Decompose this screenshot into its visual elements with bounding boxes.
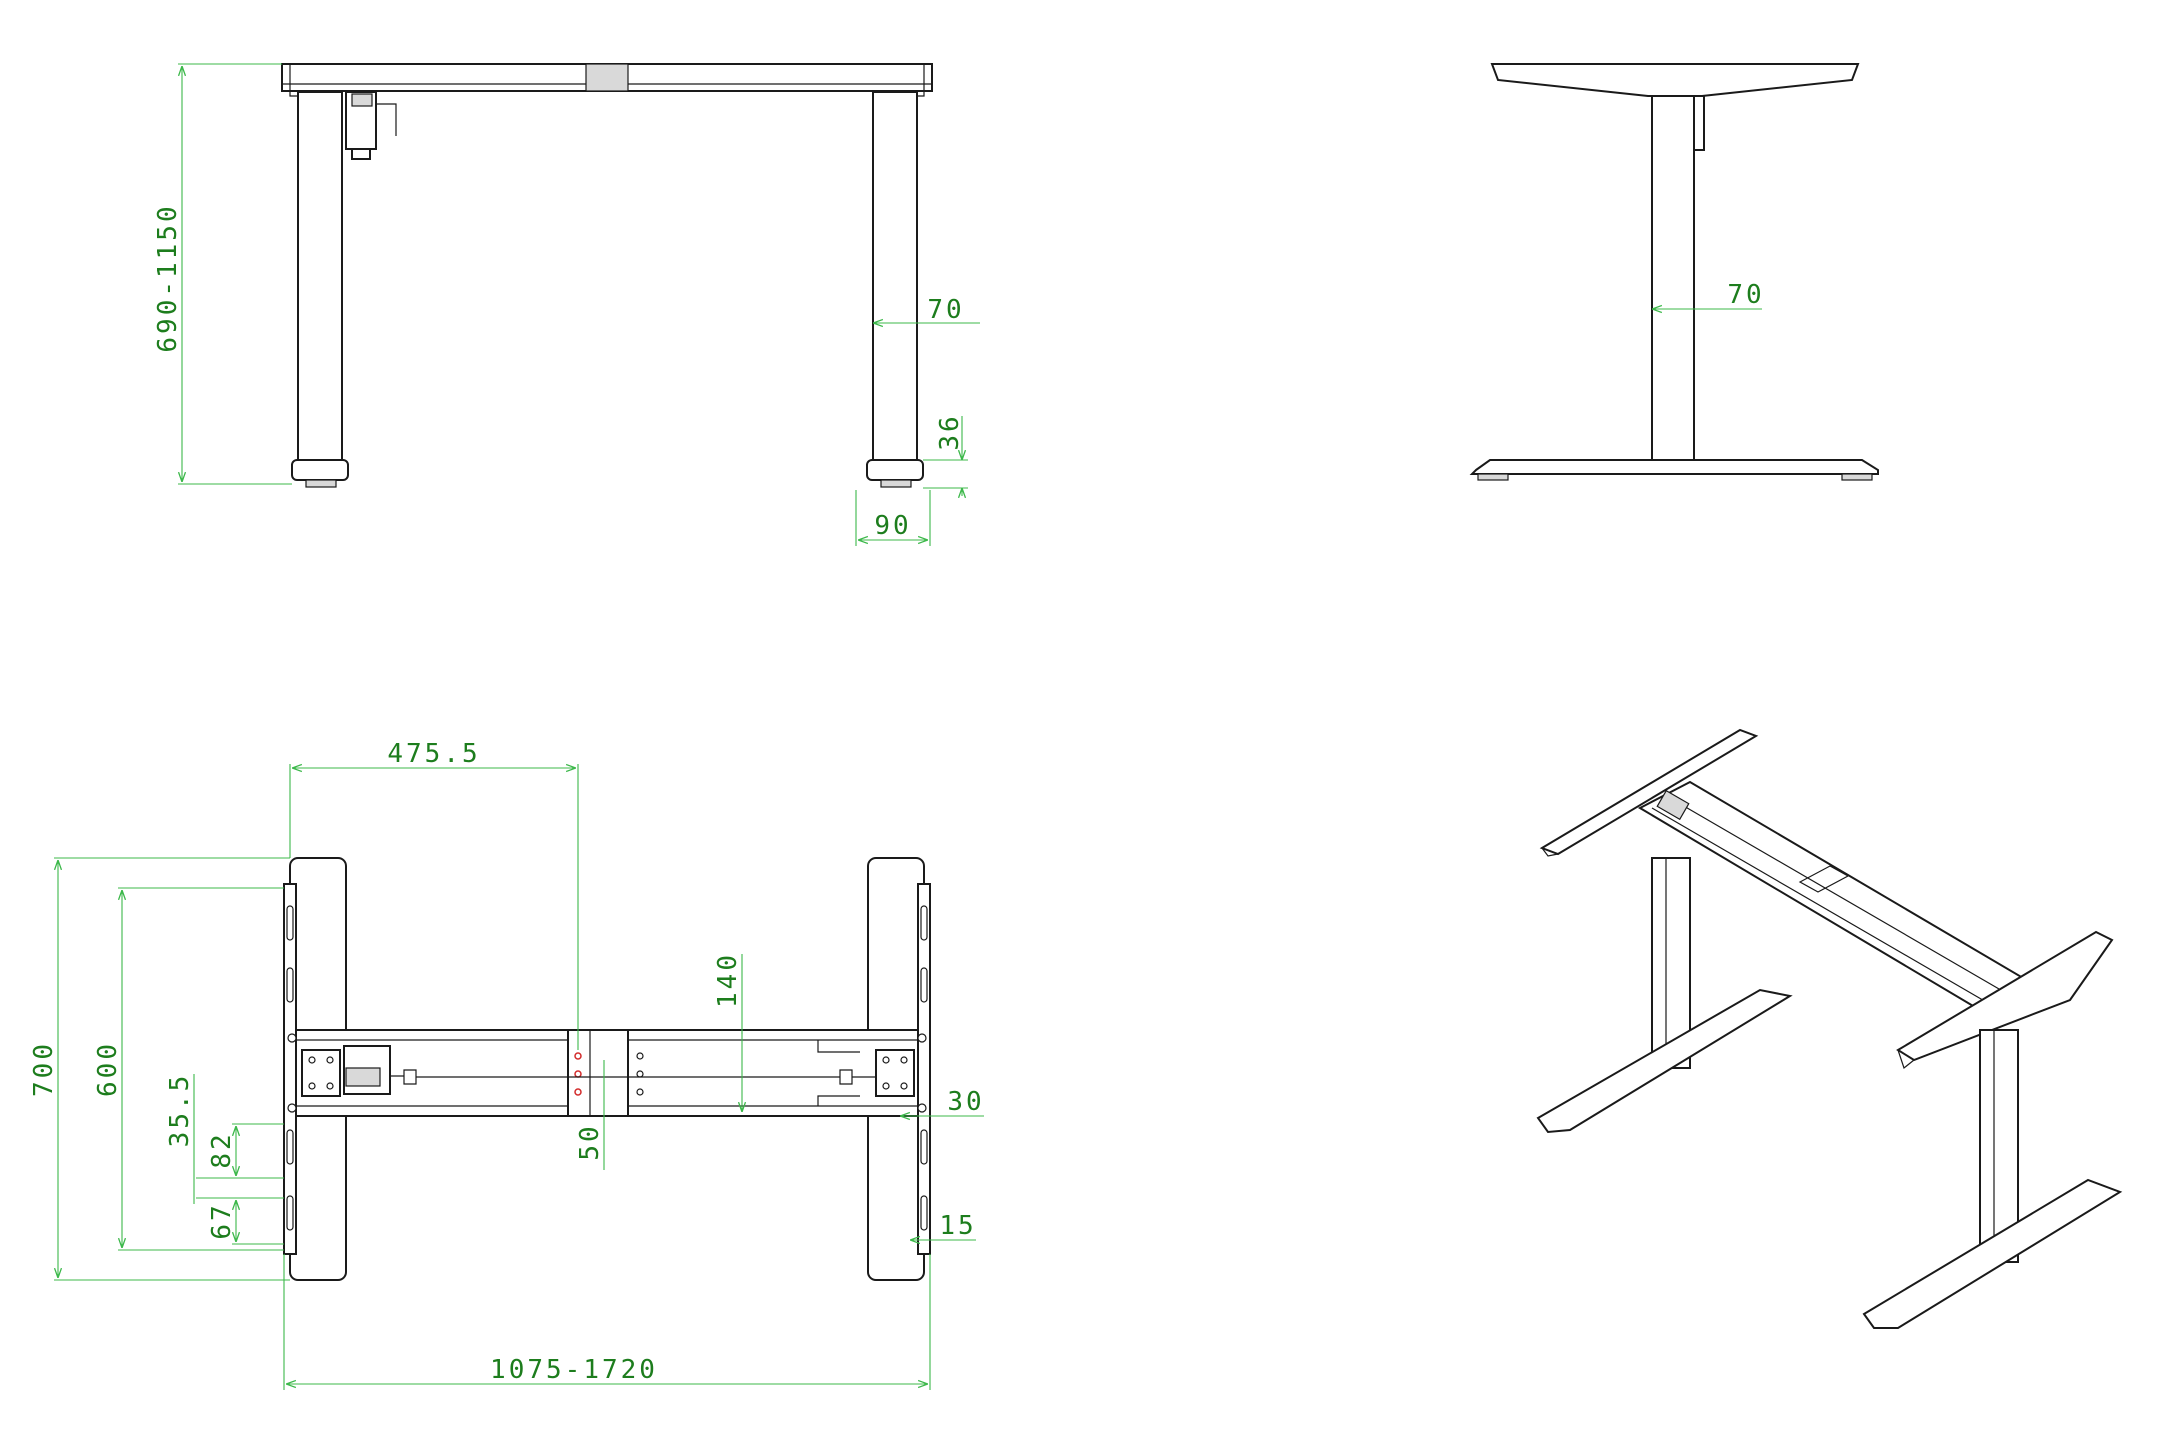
front-right-leg bbox=[872, 91, 918, 461]
top-slot-spacing-label: 82 bbox=[207, 1131, 237, 1168]
iso-left-top-bracket bbox=[1539, 728, 1759, 856]
top-right-motor-mount bbox=[817, 1040, 915, 1106]
front-foot-width-label: 90 bbox=[874, 511, 911, 541]
front-height-label: 690-1150 bbox=[153, 203, 183, 352]
front-foot-height-label: 36 bbox=[935, 413, 965, 450]
top-bracket-width-label: 15 bbox=[939, 1211, 976, 1241]
side-view: 70 bbox=[1469, 63, 1879, 481]
side-leg-width-label: 70 bbox=[1727, 280, 1764, 310]
top-slot-length-label: 67 bbox=[207, 1202, 237, 1239]
front-left-foot bbox=[291, 459, 349, 481]
iso-right-top-bracket bbox=[1896, 930, 2114, 1062]
front-left-leg bbox=[297, 91, 343, 461]
top-beam-gap-label: 50 bbox=[575, 1123, 605, 1160]
side-foot bbox=[1469, 459, 1879, 475]
top-bracket-offset-label: 30 bbox=[947, 1087, 984, 1117]
top-bracket-length-label: 600 bbox=[93, 1041, 123, 1097]
isometric-view bbox=[1536, 728, 2123, 1329]
top-slot-offset-label: 35.5 bbox=[165, 1073, 195, 1148]
iso-left-foot bbox=[1536, 988, 1793, 1134]
top-frame-depth-label: 700 bbox=[29, 1041, 59, 1097]
front-leg-width-label: 70 bbox=[927, 295, 964, 325]
front-right-foot bbox=[866, 459, 924, 481]
top-view: 475.5 700 600 35.5 82 67 140 50 30 bbox=[29, 739, 984, 1390]
top-left-motor-mount bbox=[301, 1045, 840, 1097]
side-leg bbox=[1651, 95, 1695, 461]
front-view: 690-1150 70 36 90 bbox=[153, 63, 980, 546]
iso-right-foot bbox=[1862, 1178, 2123, 1329]
front-motor bbox=[345, 91, 397, 160]
iso-crossbeam bbox=[1637, 780, 2043, 1018]
top-frame-width-label: 1075-1720 bbox=[490, 1355, 658, 1385]
front-beam-joint bbox=[585, 63, 629, 92]
top-motor-offset-label: 475.5 bbox=[387, 739, 480, 769]
iso-right-leg bbox=[1979, 1029, 2019, 1263]
side-top-bracket bbox=[1490, 63, 1860, 97]
top-beam-height-label: 140 bbox=[713, 952, 743, 1008]
